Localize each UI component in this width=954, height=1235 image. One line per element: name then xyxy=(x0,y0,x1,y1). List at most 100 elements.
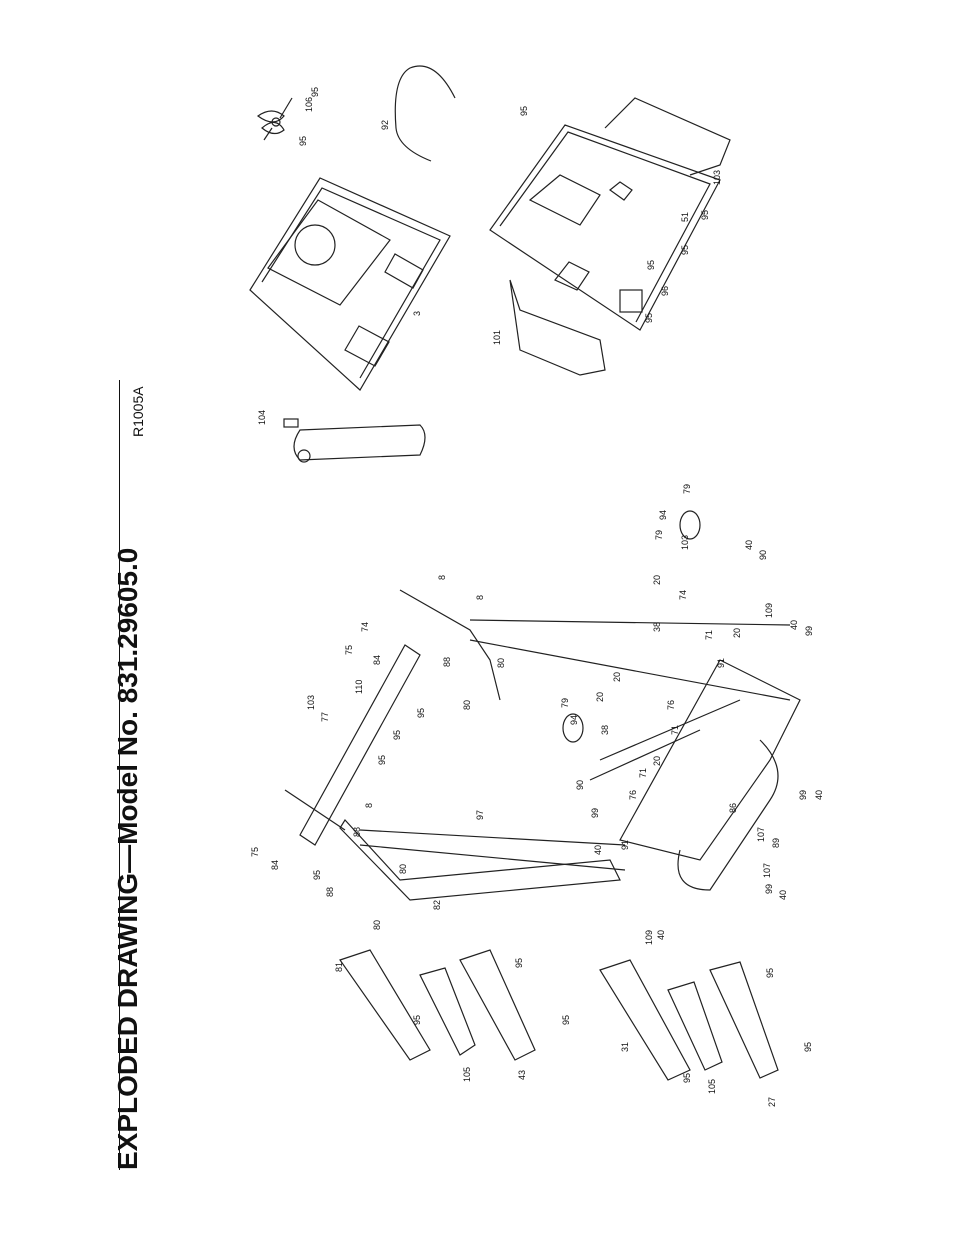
motor-hood xyxy=(249,177,451,391)
part-number-label: 105 xyxy=(462,1067,472,1082)
part-number-label: 103 xyxy=(306,695,316,710)
part-number-label: 80 xyxy=(372,920,382,930)
part-number-label: 80 xyxy=(398,864,408,874)
part-number-label: 109 xyxy=(644,930,654,945)
part-number-label: 43 xyxy=(517,1070,527,1080)
part-number-label: 95 xyxy=(561,1015,571,1025)
part-number-label: 79 xyxy=(560,698,570,708)
part-number-label: 75 xyxy=(250,847,260,857)
part-number-label: 91 xyxy=(620,840,630,850)
handrail-left xyxy=(339,949,536,1061)
part-number-label: 95 xyxy=(416,708,426,718)
part-number-label: 95 xyxy=(682,1073,692,1083)
part-number-label: 81 xyxy=(334,962,344,972)
part-number-label: 103 xyxy=(712,170,722,185)
part-number-label: 95 xyxy=(412,1015,422,1025)
roller-front xyxy=(562,510,701,743)
part-number-label: 77 xyxy=(320,712,330,722)
part-number-label: 95 xyxy=(680,245,690,255)
part-number-label: 38 xyxy=(600,725,610,735)
part-number-label: 8 xyxy=(364,803,374,808)
console xyxy=(489,97,731,376)
part-number-label: 51 xyxy=(680,212,690,222)
part-number-label: 38 xyxy=(652,622,662,632)
part-number-label: 92 xyxy=(380,120,390,130)
part-number-label: 110 xyxy=(354,680,364,694)
upright-left xyxy=(284,789,626,901)
part-number-label: 20 xyxy=(595,692,605,702)
part-number-label: 99 xyxy=(804,626,814,636)
part-number-label: 103 xyxy=(680,535,690,550)
part-number-label: 104 xyxy=(257,410,267,425)
part-number-label: 95 xyxy=(519,106,529,116)
part-number-label: 3 xyxy=(412,311,422,316)
part-number-label: 106 xyxy=(304,97,314,112)
handrail-right xyxy=(599,959,779,1081)
part-number-label: 20 xyxy=(732,628,742,638)
part-number-label: 99 xyxy=(590,808,600,818)
part-number-label: 40 xyxy=(744,540,754,550)
part-number-label: 95 xyxy=(377,755,387,765)
part-number-label: 95 xyxy=(312,870,322,880)
handrail-bar xyxy=(299,644,421,846)
part-number-label: 95 xyxy=(514,958,524,968)
fan-assembly xyxy=(256,97,293,141)
part-number-label: 84 xyxy=(372,655,382,665)
part-number-label: 82 xyxy=(432,900,442,910)
side-pad xyxy=(283,418,426,463)
part-number-label: 75 xyxy=(344,645,354,655)
part-number-label: 27 xyxy=(767,1097,777,1107)
part-number-label: 95 xyxy=(765,968,775,978)
part-number-label: 99 xyxy=(798,790,808,800)
part-number-label: 105 xyxy=(707,1079,717,1094)
part-number-label: 95 xyxy=(644,313,654,323)
part-number-label: 107 xyxy=(756,827,766,842)
part-number-label: 79 xyxy=(682,484,692,494)
part-number-label: 95 xyxy=(298,136,308,146)
part-number-label: 31 xyxy=(620,1042,630,1052)
base-frame xyxy=(589,659,801,891)
part-number-label: 80 xyxy=(496,658,506,668)
part-number-label: 71 xyxy=(704,630,714,640)
part-number-label: 97 xyxy=(475,810,485,820)
part-number-label: 89 xyxy=(771,838,781,848)
part-number-label: 8 xyxy=(437,575,447,580)
part-number-label: 40 xyxy=(814,790,824,800)
part-number-label: 96 xyxy=(660,286,670,296)
part-number-label: 74 xyxy=(360,622,370,632)
part-number-label: 71 xyxy=(670,725,680,735)
part-number-label: 20 xyxy=(652,756,662,766)
part-number-label: 79 xyxy=(654,530,664,540)
part-number-label: 80 xyxy=(462,700,472,710)
part-number-label: 74 xyxy=(678,590,688,600)
part-number-label: 90 xyxy=(575,780,585,790)
part-number-label: 99 xyxy=(764,884,774,894)
part-number-label: 88 xyxy=(325,887,335,897)
wire-harness xyxy=(394,65,456,162)
part-number-label: 94 xyxy=(658,510,668,520)
part-number-label: 95 xyxy=(392,730,402,740)
part-number-label: 95 xyxy=(700,210,710,220)
upright-right xyxy=(399,589,791,701)
part-number-label: 95 xyxy=(803,1042,813,1052)
part-number-label: 40 xyxy=(778,890,788,900)
part-number-label: 94 xyxy=(569,715,579,725)
part-number-label: 90 xyxy=(758,550,768,560)
part-number-label: 20 xyxy=(612,672,622,682)
part-number-label: 88 xyxy=(442,657,452,667)
part-number-label: 84 xyxy=(270,860,280,870)
part-number-label: 76 xyxy=(628,790,638,800)
part-number-label: 71 xyxy=(638,768,648,778)
part-number-label: 88 xyxy=(352,827,362,837)
part-number-label: 101 xyxy=(492,330,502,345)
part-number-label: 86 xyxy=(728,803,738,813)
part-number-label: 95 xyxy=(646,260,656,270)
part-number-label: 40 xyxy=(789,620,799,630)
part-number-label: 20 xyxy=(652,575,662,585)
part-number-label: 95 xyxy=(310,87,320,97)
part-number-label: 40 xyxy=(656,930,666,940)
part-number-label: 107 xyxy=(762,863,772,878)
title-rule xyxy=(119,380,120,1170)
part-number-label: 109 xyxy=(764,603,774,618)
